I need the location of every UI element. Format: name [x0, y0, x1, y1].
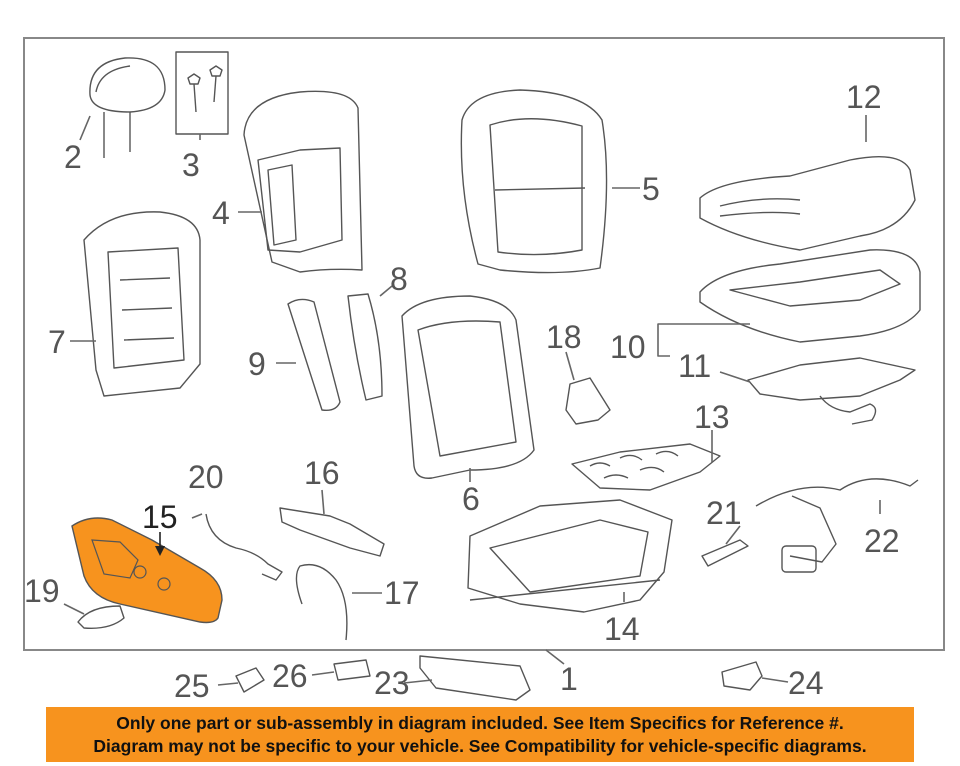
part-clip	[77, 605, 125, 629]
part-bolts	[175, 51, 229, 135]
part-small-block	[333, 659, 371, 681]
part-side-trim-left	[287, 298, 341, 412]
callout-labels: 1 2 3 4 5 6 7 8 9 10 11 12 13 14 15 16 1…	[24, 79, 900, 704]
part-seatback-panel	[243, 90, 363, 273]
part-pad-bracket	[747, 357, 916, 425]
callout-15: 15	[142, 499, 178, 535]
callout-12: 12	[846, 79, 882, 115]
part-seat-cushion	[699, 155, 916, 251]
leader-lines	[63, 115, 881, 686]
part-seatback-cushion	[460, 89, 608, 274]
callout-17: 17	[384, 575, 420, 611]
callout-7: 7	[48, 324, 66, 360]
part-cable	[205, 513, 283, 581]
part-seat-base-pad	[699, 249, 921, 343]
callout-16: 16	[304, 455, 340, 491]
part-side-trim-right	[347, 293, 383, 401]
callout-24: 24	[788, 665, 824, 701]
callout-20: 20	[188, 459, 224, 495]
callout-26: 26	[272, 658, 308, 694]
part-small-clip	[235, 667, 265, 693]
callout-25: 25	[174, 668, 210, 704]
callout-4: 4	[212, 195, 230, 231]
banner-line-2: Diagram may not be specific to your vehi…	[93, 735, 867, 756]
callout-23: 23	[374, 665, 410, 701]
part-seat-adjuster	[467, 499, 673, 613]
part-small-trim	[701, 539, 749, 567]
banner-line-1: Only one part or sub-assembly in diagram…	[116, 712, 844, 733]
callout-3: 3	[182, 147, 200, 183]
callout-1: 1	[560, 661, 578, 697]
callout-19: 19	[24, 573, 60, 609]
callout-22: 22	[864, 523, 900, 559]
callout-13: 13	[694, 399, 730, 435]
callout-6: 6	[462, 481, 480, 517]
callout-11: 11	[678, 348, 711, 384]
part-headrest	[89, 57, 166, 158]
callout-9: 9	[248, 346, 266, 382]
part-15-highlighted[interactable]	[71, 517, 223, 624]
callout-2: 2	[64, 139, 82, 175]
part-mount-bracket	[279, 507, 385, 557]
part-back-frame	[401, 295, 535, 479]
callout-14: 14	[604, 611, 640, 647]
callout-5: 5	[642, 171, 660, 207]
part-wire-harness	[755, 478, 919, 573]
part-seat-springs	[571, 443, 721, 491]
callout-8: 8	[390, 261, 408, 297]
part-rail-cover	[419, 655, 531, 701]
part-cap	[721, 661, 763, 691]
part-recliner-bracket	[565, 377, 611, 425]
callout-21: 21	[706, 495, 742, 531]
part-support-wire	[295, 563, 348, 641]
callout-18: 18	[546, 319, 582, 355]
callout-10: 10	[610, 329, 646, 365]
part-back-panel	[83, 211, 201, 397]
disclaimer-banner: Only one part or sub-assembly in diagram…	[46, 707, 914, 762]
